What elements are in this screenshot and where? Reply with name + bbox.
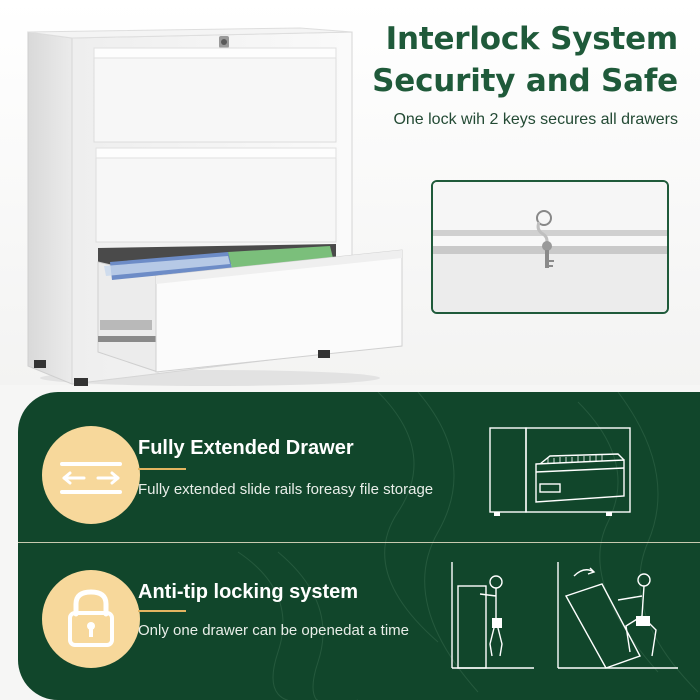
anti-tip-illustration xyxy=(451,562,678,669)
padlock-icon xyxy=(68,589,114,647)
headline-block: Interlock System Security and Safe One l… xyxy=(348,18,678,130)
features-panel: Fully Extended Drawer Fully extended sli… xyxy=(18,392,700,700)
double-arrow-icon xyxy=(60,462,122,494)
extended-drawer-illustration xyxy=(489,427,631,516)
feature-icon-circle xyxy=(42,570,140,668)
feature-icon-circle xyxy=(42,426,140,524)
section-divider xyxy=(18,542,700,543)
feature-title: Anti-tip locking system xyxy=(138,581,359,603)
feature-anti-tip: Anti-tip locking system Only one drawer … xyxy=(18,544,700,694)
filing-cabinet-image xyxy=(27,27,403,386)
headline-line-2: Security and Safe xyxy=(372,63,678,99)
accent-line xyxy=(138,610,186,612)
product-hero: Interlock System Security and Safe One l… xyxy=(0,0,700,386)
feature-fully-extended-drawer: Fully Extended Drawer Fully extended sli… xyxy=(18,392,700,542)
lock-with-keys-icon xyxy=(433,182,667,312)
headline-line-1: Interlock System xyxy=(385,21,679,57)
feature-description: Fully extended slide rails foreasy file … xyxy=(138,481,434,498)
feature-title: Fully Extended Drawer xyxy=(138,437,354,459)
feature-description: Only one drawer can be openedat a time xyxy=(138,622,410,639)
pattern-texture xyxy=(237,392,699,700)
headline-subtitle: One lock wih 2 keys secures all drawers xyxy=(393,111,678,128)
lock-detail-image xyxy=(431,180,669,314)
accent-line xyxy=(138,468,186,470)
